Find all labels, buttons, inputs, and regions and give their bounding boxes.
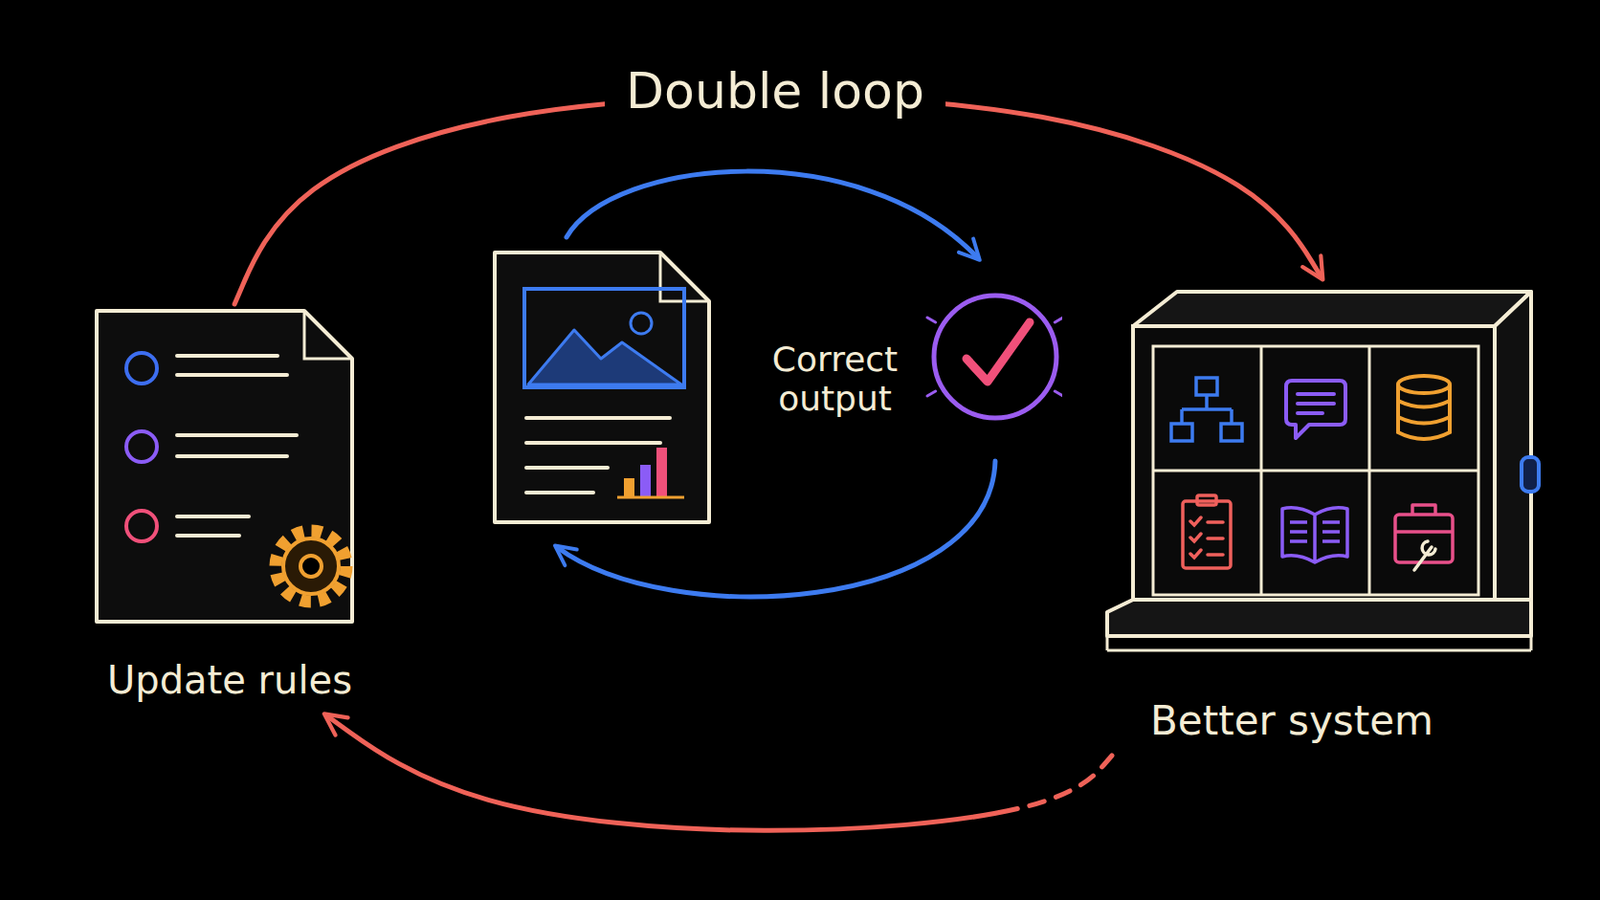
bar — [623, 478, 635, 497]
bar — [640, 465, 651, 497]
rules-node: Update rules — [86, 304, 374, 716]
icon-part — [1398, 384, 1450, 440]
icon-part — [1190, 517, 1223, 558]
node-label-box: Update rules — [86, 658, 374, 703]
gear-body — [283, 538, 339, 595]
cabinet-base-edge — [1107, 649, 1532, 653]
gear-hole — [300, 555, 322, 578]
sparkle-tick — [1054, 391, 1063, 397]
check-mark — [966, 322, 1030, 382]
rules-document — [96, 311, 353, 623]
check-circle — [933, 295, 1057, 419]
system-node: Better system — [1100, 277, 1541, 756]
icon-part — [1289, 522, 1340, 542]
sun-icon — [630, 312, 652, 334]
icon-part — [1395, 505, 1453, 533]
bullet — [126, 511, 157, 542]
sparkle-tick — [1054, 317, 1063, 323]
toolbox-icon — [1395, 505, 1453, 571]
icon-part — [1182, 501, 1231, 569]
sparkle-tick — [927, 391, 936, 397]
cabinet-base-edge — [1106, 636, 1110, 651]
text-line — [177, 354, 278, 358]
node-label-box: Better system — [1100, 698, 1484, 745]
gear-icon — [275, 531, 347, 602]
gear-teeth — [275, 531, 347, 602]
bar — [656, 447, 667, 497]
bullet — [126, 353, 157, 384]
image-frame — [524, 288, 685, 388]
feedback-loop-arrow — [326, 715, 1112, 831]
text-line — [526, 466, 608, 470]
bullet — [126, 431, 157, 463]
text-lines — [177, 355, 297, 536]
cabinet-grid — [1153, 346, 1479, 596]
system-cabinet — [1107, 291, 1539, 651]
document-outline — [494, 252, 710, 523]
icon-part — [1398, 376, 1450, 394]
sparkle-tick — [927, 317, 936, 323]
node-label: Better system — [1100, 698, 1484, 745]
book-icon — [1282, 508, 1348, 563]
text-line — [526, 490, 594, 495]
text-line — [526, 416, 670, 421]
icon-part — [1297, 394, 1334, 414]
cabinet-side — [1494, 291, 1532, 613]
check-node: Correct output — [755, 287, 1063, 431]
text-line — [177, 514, 249, 519]
node-label: Correct output — [755, 339, 914, 420]
cabinet-top — [1133, 291, 1532, 327]
database-icon — [1398, 376, 1450, 440]
cabinet-grid — [1153, 469, 1479, 473]
text-line — [177, 454, 288, 459]
document-fold — [304, 311, 353, 359]
diagram-title: Double loop — [604, 64, 946, 119]
icon-part — [1221, 423, 1243, 442]
document-outline — [96, 311, 353, 623]
cabinet-handle — [1521, 457, 1539, 492]
icon-part — [1286, 380, 1346, 439]
wrench-icon — [1414, 541, 1436, 571]
icon-part — [1282, 508, 1348, 563]
icon-part — [1181, 395, 1232, 424]
text-line — [177, 533, 240, 538]
clipboard-icon — [1182, 495, 1231, 569]
text-line — [177, 433, 297, 438]
chat-icon — [1286, 380, 1346, 439]
cabinet-front — [1133, 326, 1495, 613]
inner-loop-arrow — [566, 171, 978, 259]
output-document — [494, 252, 710, 523]
chart-axis — [617, 496, 685, 500]
flowchart-icon — [1171, 377, 1243, 442]
inner-loop-arrow — [556, 461, 996, 598]
cabinet-base — [1107, 600, 1532, 637]
node-label: Update rules — [86, 658, 374, 703]
feedback-loop-arrow — [234, 96, 1322, 305]
node-label-box: Correct output — [755, 339, 914, 420]
icon-part — [1197, 495, 1217, 506]
icon-part — [1171, 423, 1193, 442]
text-line — [177, 373, 288, 378]
icon-part — [1196, 377, 1218, 396]
mountain-icon — [528, 330, 682, 385]
text-line — [526, 441, 661, 445]
cabinet-base-edge — [1530, 636, 1534, 651]
